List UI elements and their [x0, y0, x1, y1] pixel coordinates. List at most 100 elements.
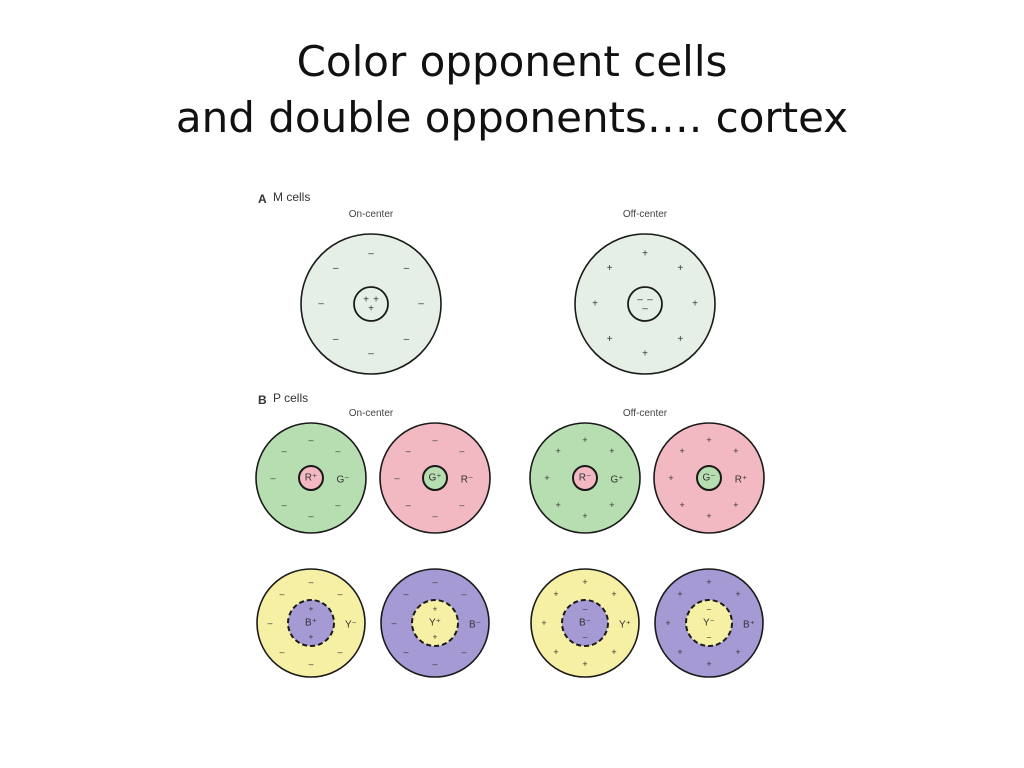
m-off-center-mark: –	[647, 295, 653, 306]
m-on-surround-mark: –	[418, 299, 424, 310]
m-on-center-mark: +	[373, 295, 379, 306]
by-on-surround-mark: –	[308, 659, 313, 669]
yb-on-surround-mark: –	[404, 647, 409, 657]
yb-on-surround-label: B⁻	[469, 620, 481, 631]
by-on-center-mark: +	[309, 633, 314, 642]
by-on-surround-mark: –	[280, 647, 285, 657]
yb-on-surround-mark: –	[461, 647, 466, 657]
yb-on-surround-mark: –	[461, 589, 466, 599]
gr-off-surround-mark: +	[733, 446, 738, 456]
m-on-surround-mark: –	[404, 263, 410, 274]
cells-layer: ––––––––+++++++++++–––R⁺G⁻–––––––G⁺R⁻–––…	[255, 233, 765, 678]
yb-off-surround-mark: +	[735, 647, 740, 657]
yb-on-center-label: Y⁺	[429, 618, 441, 629]
gr-off-center-label: G⁻	[702, 473, 715, 484]
rg-on-surround-mark: –	[335, 500, 340, 510]
gr-on-surround-mark: –	[432, 511, 437, 521]
m-off-center-mark: –	[642, 304, 648, 315]
by-off-surround-mark: +	[553, 589, 558, 599]
m-on-surround-mark: –	[368, 349, 374, 360]
m-off-surround-mark: +	[592, 299, 598, 310]
rg-off-surround-mark: +	[609, 500, 614, 510]
gr-on-surround-mark: –	[406, 446, 411, 456]
by-off-center-mark: –	[583, 605, 588, 614]
yb-off-center	[685, 599, 733, 647]
rg-off-center	[572, 465, 598, 491]
rg-off-surround-mark: +	[582, 511, 587, 521]
by-off-center-label: B⁻	[579, 618, 591, 629]
gr-on-surround-mark: –	[394, 473, 399, 483]
rg-on-surround-mark: –	[308, 435, 313, 445]
yb-off-center-label: Y⁻	[703, 618, 715, 629]
yb-off-surround-label: B⁺	[743, 620, 755, 631]
rg-off-surround-label: G⁺	[610, 475, 623, 486]
by-off-surround-label: Y⁺	[619, 620, 631, 631]
yb-on-surround-mark: –	[432, 577, 437, 587]
by-off-surround-mark: +	[553, 647, 558, 657]
rg-off-surround-mark: +	[555, 446, 560, 456]
m-off-surround-mark: +	[692, 299, 698, 310]
rg-on-surround-mark: –	[282, 446, 287, 456]
title-line-1: Color opponent cells	[296, 37, 728, 86]
receptive-field-figure: A M cells On-center Off-center B P cells…	[250, 183, 780, 693]
m-on-surround-mark: –	[333, 263, 339, 274]
by-off-surround-mark: +	[582, 577, 587, 587]
gr-off-surround-mark: +	[679, 500, 684, 510]
gr-off-center	[696, 465, 722, 491]
gr-on-surround-mark: –	[432, 435, 437, 445]
p-off-center-label: Off-center	[623, 408, 668, 419]
m-on-surround-mark: –	[404, 334, 410, 345]
rg-off-surround-mark: +	[609, 446, 614, 456]
by-on-center-label: B⁺	[305, 618, 317, 629]
gr-off-surround-mark: +	[706, 511, 711, 521]
section-b-label: P cells	[273, 391, 308, 405]
m-off-surround-mark: +	[607, 263, 613, 274]
rg-off-surround-mark: +	[582, 435, 587, 445]
receptive-field-diagram: A M cells On-center Off-center B P cells…	[255, 190, 765, 678]
m-on-surround-mark: –	[333, 334, 339, 345]
by-on-surround-mark: –	[280, 589, 285, 599]
by-on-surround-mark: –	[308, 577, 313, 587]
title-line-2: and double opponents…. cortex	[175, 93, 849, 142]
gr-on-surround-label: R⁻	[461, 475, 474, 486]
by-on-surround-label: Y⁻	[345, 620, 357, 631]
gr-on-center	[422, 465, 448, 491]
rg-on-surround-mark: –	[270, 473, 275, 483]
rg-on-surround-label: G⁻	[336, 475, 349, 486]
gr-off-surround-label: R⁺	[735, 475, 748, 486]
m-on-center	[353, 286, 389, 322]
rg-off-center-label: R⁻	[579, 473, 592, 484]
yb-on-center-mark: +	[433, 605, 438, 614]
section-a-label: M cells	[273, 190, 310, 204]
by-on-surround-mark: –	[337, 647, 342, 657]
m-off-surround-mark: +	[642, 249, 648, 260]
m-off-surround-mark: +	[677, 334, 683, 345]
yb-on-surround-mark: –	[432, 659, 437, 669]
rg-on-surround-mark: –	[282, 500, 287, 510]
yb-off-surround-mark: +	[706, 577, 711, 587]
yb-on-center	[411, 599, 459, 647]
m-off-center-mark: –	[637, 295, 643, 306]
by-off-surround-mark: +	[582, 659, 587, 669]
rg-on-center-label: R⁺	[305, 473, 318, 484]
gr-on-surround-mark: –	[406, 500, 411, 510]
yb-off-surround-mark: +	[665, 618, 670, 628]
m-on-center-mark: +	[368, 304, 374, 315]
m-off-surround-mark: +	[677, 263, 683, 274]
by-on-center-mark: +	[309, 605, 314, 614]
gr-on-surround-mark: –	[459, 446, 464, 456]
m-on-center-label: On-center	[349, 209, 394, 220]
rg-on-surround-mark: –	[308, 511, 313, 521]
slide-title: Color opponent cells and double opponent…	[0, 34, 1024, 146]
yb-off-center-mark: –	[707, 633, 712, 642]
yb-on-center-mark: +	[433, 633, 438, 642]
by-off-surround-mark: +	[541, 618, 546, 628]
rg-off-surround-mark: +	[544, 473, 549, 483]
rg-on-center	[298, 465, 324, 491]
by-off-center	[561, 599, 609, 647]
m-on-center-mark: +	[363, 295, 369, 306]
yb-off-surround-mark: +	[677, 647, 682, 657]
gr-off-surround-mark: +	[679, 446, 684, 456]
m-off-surround-mark: +	[607, 334, 613, 345]
section-b-letter: B	[258, 393, 267, 407]
